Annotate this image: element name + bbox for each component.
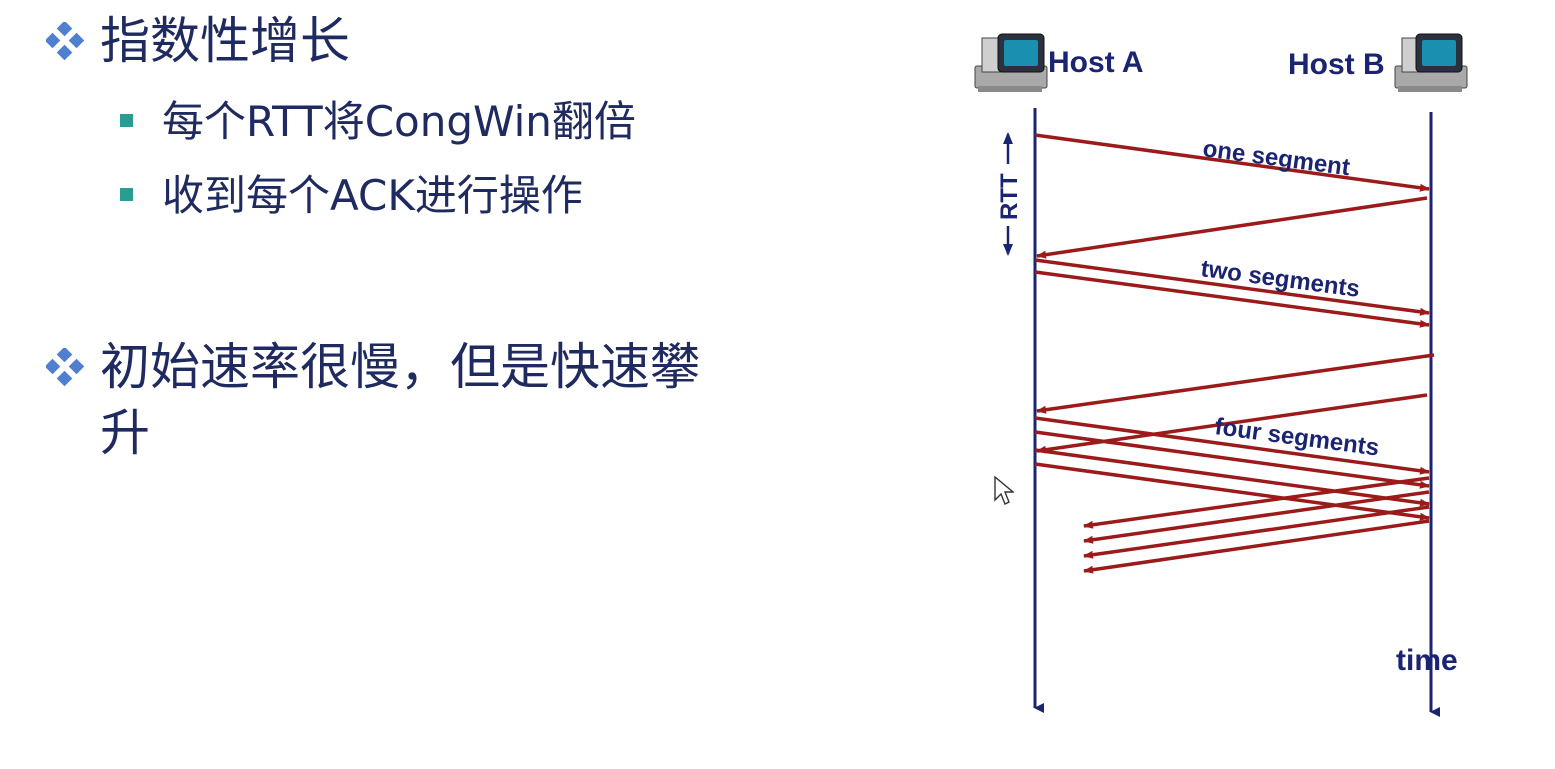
bullet-text-line1: 初始速率很慢，但是快速攀 — [100, 338, 700, 396]
computer-a-icon — [974, 33, 1048, 92]
diagram-canvas: Host A Host B RTT — [974, 33, 1468, 717]
diamond-bullet-icon — [46, 22, 84, 60]
segment-arrow — [1034, 430, 1430, 489]
diamond-bullet-icon — [46, 348, 84, 386]
segment-arrow — [1034, 448, 1430, 507]
subbullet-text: 每个RTT将CongWin翻倍 — [162, 97, 636, 146]
square-bullet-icon — [120, 114, 133, 127]
rtt-label: RTT — [996, 173, 1023, 220]
square-bullet-icon — [120, 188, 133, 201]
segment-arrow — [1034, 416, 1430, 475]
mouse-cursor-icon — [994, 476, 1014, 505]
ack-arrow — [1083, 519, 1430, 574]
segment-arrow — [1034, 462, 1430, 521]
ack-arrow — [1083, 505, 1430, 559]
bullet-slow-start: 初始速率很慢，但是快速攀 升 — [46, 334, 820, 466]
ack-arrow — [1036, 196, 1428, 259]
segment-arrow — [1034, 133, 1430, 192]
subbullet-text: 收到每个ACK进行操作 — [162, 171, 583, 220]
ack-arrow — [1083, 476, 1430, 529]
time-label: time — [1396, 644, 1458, 677]
bullet-exponential-growth: 指数性增长 — [46, 8, 820, 74]
one-segment-label: one segment — [1201, 135, 1351, 181]
subbullet-ack: 收到每个ACK进行操作 — [120, 168, 862, 224]
bullet-list: 指数性增长 每个RTT将CongWin翻倍 收到每个ACK进行操作 初始速率很慢… — [46, 8, 862, 466]
subbullet-rtt-double: 每个RTT将CongWin翻倍 — [120, 94, 862, 150]
ack-arrow — [1083, 490, 1430, 544]
segment-arrow — [1034, 270, 1430, 328]
segment-arrow — [1034, 258, 1430, 316]
host-a-label: Host A — [1048, 46, 1144, 79]
host-b-label: Host B — [1288, 48, 1385, 81]
tcp-slow-start-diagram: Host A Host B RTT — [960, 20, 1500, 740]
rtt-bracket — [995, 132, 1021, 256]
bullet-text-line2: 升 — [100, 404, 150, 462]
ack-arrow — [1036, 353, 1435, 414]
computer-b-icon — [1394, 33, 1468, 92]
bullet-text: 指数性增长 — [100, 12, 350, 70]
